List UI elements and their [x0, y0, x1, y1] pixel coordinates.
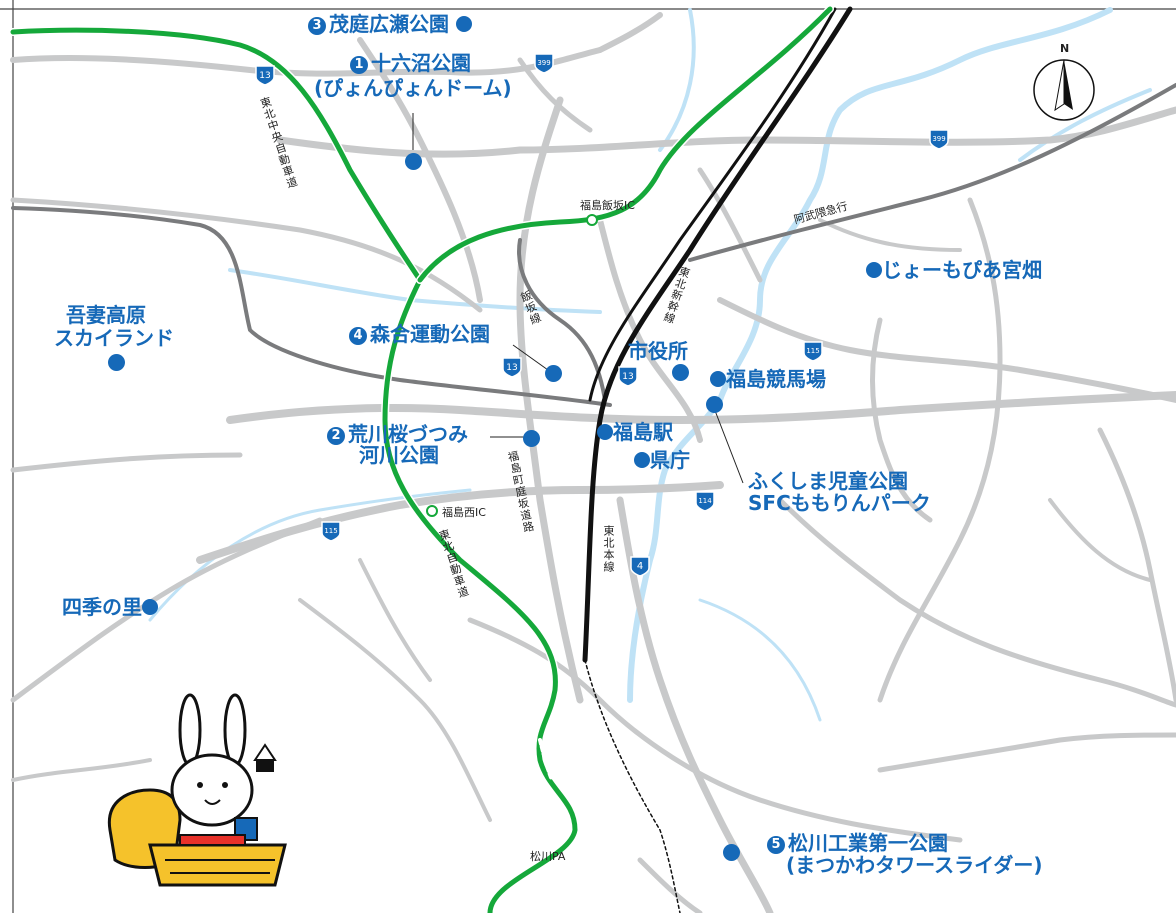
nishi-ic-label: 福島西IC — [442, 506, 486, 519]
place-keibajo: 福島競馬場 — [710, 368, 826, 390]
shiyakusho-marker — [672, 364, 689, 381]
place-kencho: 県庁 — [634, 449, 690, 471]
route-399-shield-icon: 399 — [533, 52, 555, 74]
route-115-west-shield-icon: 115 — [320, 520, 342, 542]
honsen-label: 東北本線 — [602, 525, 615, 573]
place-jido: ふくしま児童公園 — [748, 469, 908, 493]
route-13-shield-icon: 13 — [254, 64, 276, 86]
place-juroku-sub: (ぴょんぴょんドーム) — [314, 76, 512, 100]
matsukawa-park-marker — [723, 844, 740, 861]
matsukawa-pa-label: 松川PA — [530, 850, 566, 863]
place-matsukawa-sub: (まつかわタワースライダー) — [786, 853, 1043, 877]
place-eki: 福島駅 — [597, 421, 673, 443]
juroku-park-marker — [405, 153, 422, 170]
svg-text:13: 13 — [259, 71, 270, 81]
expressways — [9, 5, 834, 913]
eki-marker — [597, 424, 613, 440]
railways — [582, 6, 853, 913]
azuma-skyland-marker — [108, 354, 125, 371]
svg-text:13: 13 — [506, 363, 517, 373]
compass-icon — [1033, 59, 1095, 121]
rabbit-mascot-icon — [107, 693, 287, 887]
svg-text:4: 4 — [637, 561, 643, 572]
place-azuma: 吾妻高原 — [66, 303, 146, 327]
shigeniwa-marker — [455, 16, 472, 32]
place-shiyakusho: 市役所 — [628, 339, 688, 363]
svg-text:399: 399 — [537, 59, 550, 67]
place-shiki: 四季の里 — [62, 596, 158, 618]
route-115-east-shield-icon: 115 — [802, 340, 824, 362]
svg-text:115: 115 — [806, 347, 819, 355]
place-jido-sub: SFCももりんパーク — [748, 491, 931, 515]
route-13-west-shield-icon: 13 — [501, 356, 523, 378]
johmopia-marker — [866, 262, 882, 278]
keibajo-marker — [710, 371, 726, 387]
svg-text:114: 114 — [698, 497, 712, 505]
svg-text:13: 13 — [622, 372, 633, 382]
compass-north-label: N — [1060, 42, 1070, 55]
jido-park-marker — [706, 396, 723, 413]
kencho-marker — [634, 452, 650, 468]
svg-text:115: 115 — [324, 527, 337, 535]
route-399-east-shield-icon: 399 — [928, 128, 950, 150]
iizaka-ic-label: 福島飯坂IC — [580, 199, 635, 212]
route-4-shield-icon: 4 — [629, 555, 651, 577]
place-johmopia: じょーもぴあ宮畑 — [866, 259, 1042, 281]
place-azuma-sub: スカイランド — [54, 326, 174, 350]
arakawa-park-marker — [523, 430, 540, 447]
route-114-shield-icon: 114 — [694, 490, 716, 512]
moriai-park-marker — [545, 365, 562, 382]
shiki-marker — [142, 599, 158, 615]
route-13-center-shield-icon: 13 — [617, 365, 639, 387]
svg-text:399: 399 — [932, 135, 945, 143]
place-arakawa-sub: 河川公園 — [359, 443, 439, 467]
